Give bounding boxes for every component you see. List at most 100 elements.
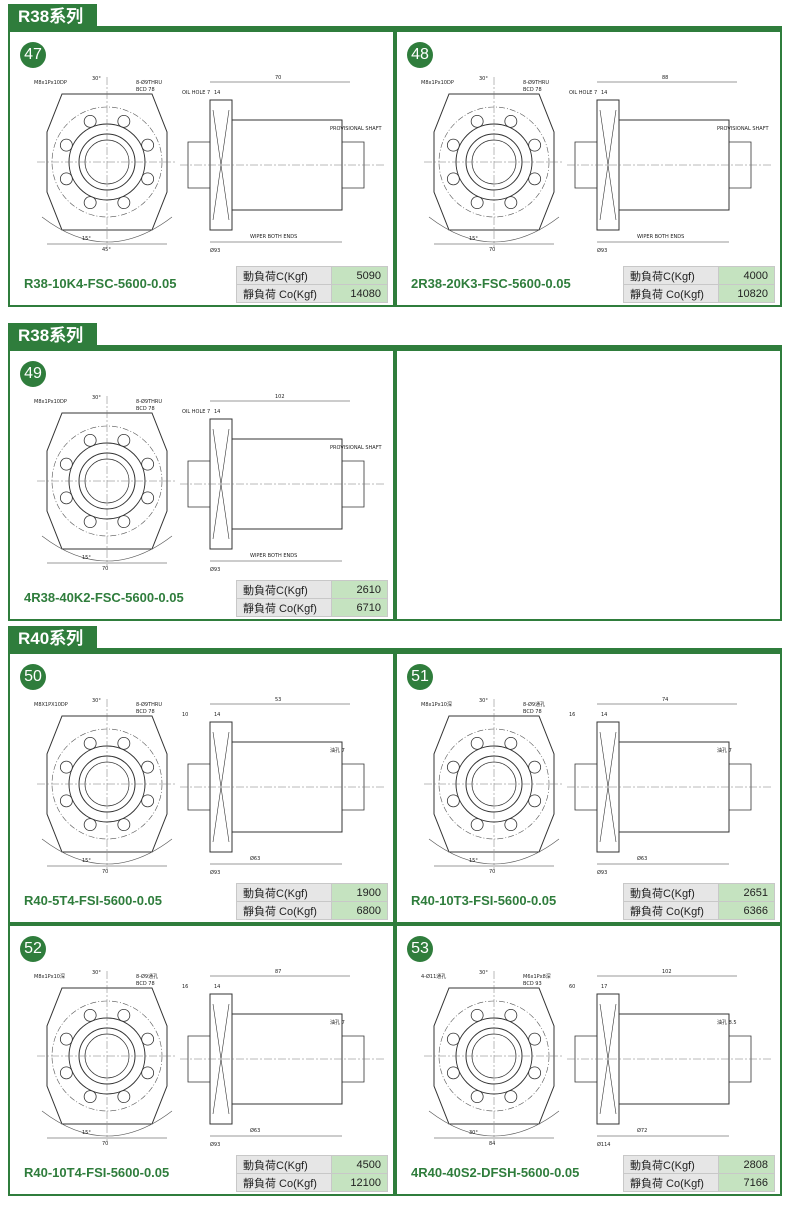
bolt-hole bbox=[60, 492, 72, 504]
bolt-hole bbox=[84, 737, 96, 749]
dynamic-load-row: 動負荷C(Kgf)2808 bbox=[623, 1155, 775, 1174]
hole-callout: M6x1Px8深 bbox=[523, 973, 551, 980]
model-number: 4R40-40S2-DFSH-5600-0.05 bbox=[411, 1165, 580, 1180]
bolt-hole bbox=[118, 434, 130, 446]
bolt-hole bbox=[118, 115, 130, 127]
static-load-label: 靜負荷 Co(Kgf) bbox=[623, 1173, 719, 1192]
bolt-hole bbox=[447, 1067, 459, 1079]
length-dimension: 87 bbox=[275, 969, 281, 975]
static-load-value: 10820 bbox=[718, 284, 775, 303]
bolt-hole bbox=[505, 197, 517, 209]
section-divider bbox=[8, 26, 782, 30]
model-number: 4R38-40K2-FSC-5600-0.05 bbox=[24, 590, 184, 605]
section-header: R40系列 bbox=[8, 626, 782, 652]
bolt-hole bbox=[471, 819, 483, 831]
angle-callout: 30° bbox=[469, 1130, 478, 1136]
flange-dimension: 14 bbox=[214, 90, 220, 96]
diameter-callout: WIPER BOTH ENDS bbox=[250, 234, 297, 240]
length-dimension: 74 bbox=[662, 697, 668, 703]
hole-callout: 8-Ø9通孔 bbox=[523, 701, 545, 708]
bolt-hole bbox=[118, 819, 130, 831]
dynamic-load-value: 4000 bbox=[718, 266, 775, 285]
width-dimension: 70 bbox=[102, 1141, 108, 1146]
bolt-hole bbox=[142, 1033, 154, 1045]
bolt-hole bbox=[60, 139, 72, 151]
model-number: R40-10T3-FSI-5600-0.05 bbox=[411, 893, 557, 908]
bolt-hole bbox=[471, 1091, 483, 1103]
section-divider bbox=[8, 345, 782, 349]
bolt-hole bbox=[529, 173, 541, 185]
dynamic-load-label: 動負荷C(Kgf) bbox=[236, 1155, 332, 1174]
bcd-callout: BCD 78 bbox=[523, 709, 542, 715]
diameter-callout: Ø63 bbox=[250, 855, 260, 862]
bcd-callout: BCD 78 bbox=[136, 981, 155, 987]
bolt-hole bbox=[142, 492, 154, 504]
dynamic-load-value: 2651 bbox=[718, 883, 775, 902]
thread-callout: M8x1Px10深 bbox=[421, 701, 452, 708]
bolt-hole bbox=[447, 1033, 459, 1045]
static-load-row: 靜負荷 Co(Kgf)6366 bbox=[623, 901, 775, 920]
section-title: R38系列 bbox=[8, 323, 98, 349]
diameter-callout: Ø63 bbox=[250, 1127, 260, 1134]
static-load-label: 靜負荷 Co(Kgf) bbox=[623, 284, 719, 303]
flange-diameter-callout: Ø93 bbox=[210, 869, 220, 876]
model-number: R40-10T4-FSI-5600-0.05 bbox=[24, 1165, 170, 1180]
static-load-value: 6800 bbox=[331, 901, 388, 920]
oil-hole-callout: OIL HOLE 7 bbox=[569, 90, 597, 96]
section-title: R40系列 bbox=[8, 626, 98, 652]
oil-hole-callout: 60 bbox=[569, 984, 575, 990]
hole-callout: 8-Ø9THRU bbox=[136, 79, 162, 86]
width-dimension: 70 bbox=[489, 869, 495, 874]
bcd-callout: BCD 78 bbox=[523, 87, 542, 93]
static-load-label: 靜負荷 Co(Kgf) bbox=[236, 901, 332, 920]
flange-diameter-callout: Ø93 bbox=[210, 566, 220, 573]
section-divider bbox=[8, 648, 782, 652]
dynamic-load-value: 5090 bbox=[331, 266, 388, 285]
length-dimension: 102 bbox=[662, 969, 672, 975]
angle-callout: 30° bbox=[92, 395, 101, 401]
product-number-badge: 47 bbox=[20, 42, 46, 68]
bolt-hole bbox=[505, 115, 517, 127]
length-dimension: 88 bbox=[662, 75, 668, 81]
bolt-hole bbox=[84, 434, 96, 446]
flange-diameter-callout: Ø93 bbox=[210, 1141, 220, 1148]
shaft-callout: 油孔 7 bbox=[330, 747, 345, 754]
length-dimension: 53 bbox=[275, 697, 281, 703]
shaft-callout: PROVISIONAL SHAFT bbox=[330, 126, 382, 132]
section-header: R38系列 bbox=[8, 323, 782, 349]
bolt-hole bbox=[142, 1067, 154, 1079]
angle-callout: 30° bbox=[479, 698, 488, 704]
empty-panel bbox=[395, 349, 782, 621]
diameter-callout: Ø63 bbox=[637, 855, 647, 862]
shaft-callout: 油孔 7 bbox=[717, 747, 732, 754]
bolt-hole bbox=[118, 1091, 130, 1103]
static-load-row: 靜負荷 Co(Kgf)12100 bbox=[236, 1173, 388, 1192]
flange-dimension: 14 bbox=[601, 712, 607, 718]
bolt-hole bbox=[60, 1033, 72, 1045]
angle-callout: 30° bbox=[479, 970, 488, 976]
product-number-badge: 53 bbox=[407, 936, 433, 962]
bolt-hole bbox=[529, 1033, 541, 1045]
shaft-callout: PROVISIONAL SHAFT bbox=[330, 445, 382, 451]
model-number: R38-10K4-FSC-5600-0.05 bbox=[24, 276, 177, 291]
shaft-callout: 油孔 8.5 bbox=[717, 1019, 737, 1026]
bolt-hole bbox=[471, 197, 483, 209]
dynamic-load-label: 動負荷C(Kgf) bbox=[623, 1155, 719, 1174]
bolt-hole bbox=[118, 516, 130, 528]
bcd-callout: BCD 78 bbox=[136, 709, 155, 715]
width-dimension: 70 bbox=[102, 566, 108, 571]
